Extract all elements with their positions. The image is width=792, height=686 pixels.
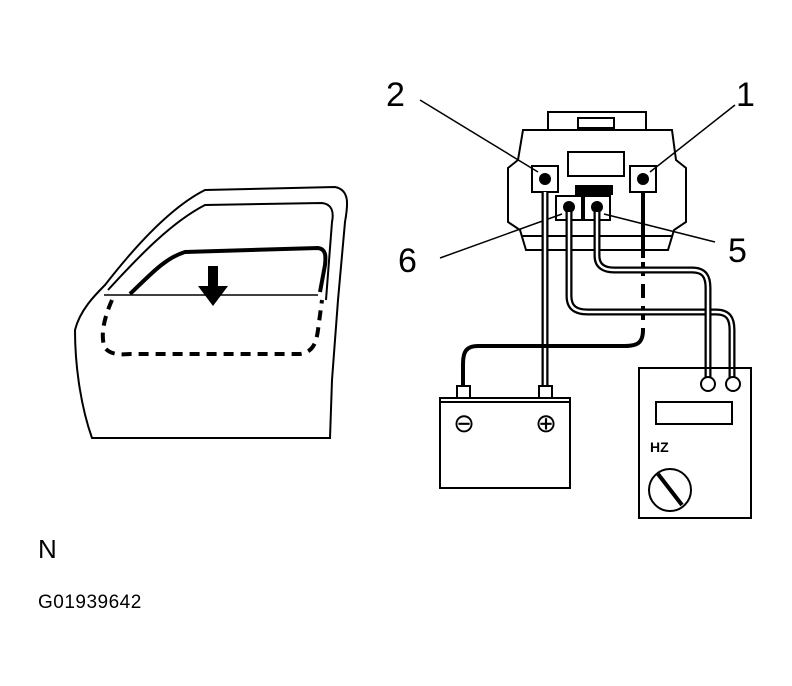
- leader-line-5: [603, 213, 716, 243]
- view-letter: N: [38, 534, 57, 564]
- meter-dial: [648, 468, 692, 512]
- car-door: [73, 185, 349, 439]
- leader-line-2: [419, 99, 539, 173]
- meter-display: [655, 401, 733, 425]
- pin-5: [591, 201, 603, 213]
- meter-terminal-right: [725, 376, 741, 392]
- down-arrow-icon: [198, 266, 228, 306]
- leader-line-1: [649, 104, 736, 173]
- figure-id: G01939642: [38, 592, 142, 613]
- connector-latch-tab: [577, 117, 615, 129]
- pin-label-6: 6: [398, 242, 417, 280]
- connector-center-key: [575, 185, 613, 195]
- meter-terminal-left: [700, 376, 716, 392]
- connector-body: [507, 129, 687, 251]
- meter-hz-label: HZ: [650, 439, 669, 455]
- battery-positive-terminal: [538, 385, 553, 399]
- battery-negative-symbol: ⊖: [453, 408, 475, 438]
- pin-1: [637, 173, 649, 185]
- wires: [461, 192, 736, 390]
- connector-center-slot: [567, 151, 625, 177]
- connector-pins: [539, 173, 649, 213]
- frequency-meter: [638, 367, 752, 519]
- pin-label-2: 2: [386, 76, 405, 114]
- window-lowered-dashed: [100, 299, 324, 357]
- meter-dial-pointer: [656, 472, 684, 507]
- battery-case: [439, 397, 571, 489]
- pin-label-1: 1: [736, 76, 755, 114]
- battery-positive-symbol: ⊕: [535, 408, 557, 438]
- connector-latch: [547, 111, 647, 130]
- battery-negative-terminal: [456, 385, 471, 399]
- pin-6: [563, 201, 575, 213]
- window-frame-outer: [107, 201, 334, 301]
- pin-label-5: 5: [728, 232, 747, 270]
- meter-case: [638, 367, 752, 519]
- door-outline: [73, 185, 349, 439]
- window-glass-edge: [128, 245, 328, 296]
- pin-2: [539, 173, 551, 185]
- battery: [439, 385, 571, 489]
